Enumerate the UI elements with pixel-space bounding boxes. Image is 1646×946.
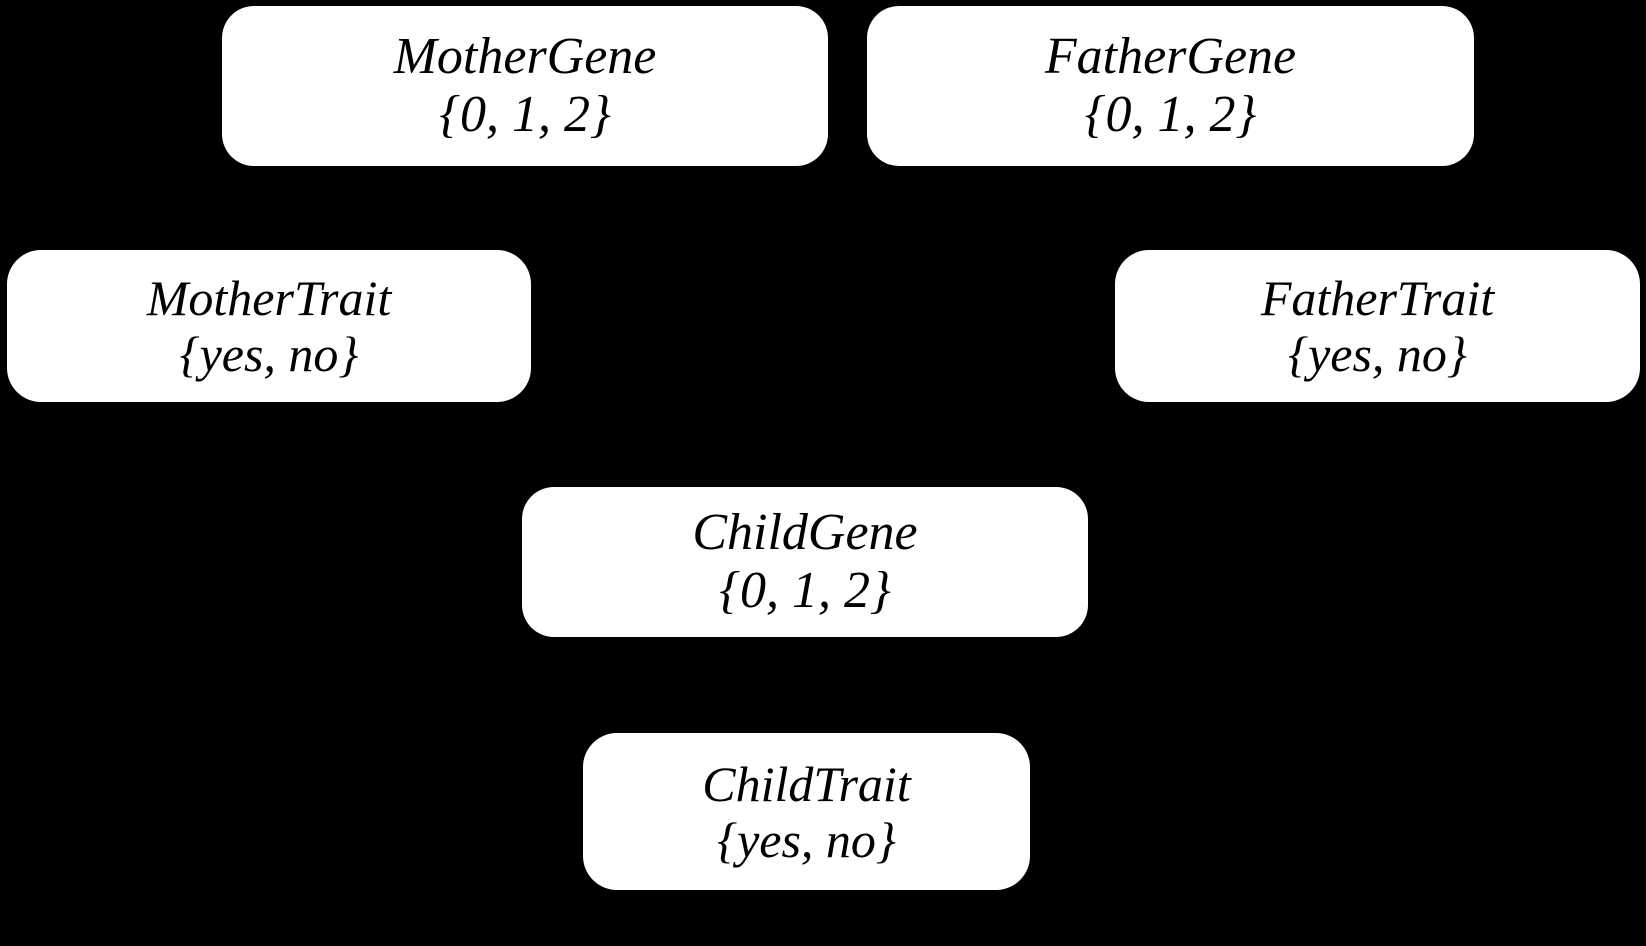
node-mother-trait-label: MotherTrait [146,270,392,326]
node-mother-gene-domain: {0, 1, 2} [439,86,611,143]
node-mother-trait[interactable]: MotherTrait {yes, no} [7,250,531,402]
node-father-trait-label: FatherTrait [1260,270,1495,326]
node-father-trait[interactable]: FatherTrait {yes, no} [1115,250,1640,402]
node-mother-gene-label: MotherGene [393,27,657,85]
node-child-trait-label: ChildTrait [702,755,911,812]
node-mother-gene[interactable]: MotherGene {0, 1, 2} [222,6,828,166]
node-child-trait-domain: {yes, no} [717,811,896,868]
node-mother-trait-domain: {yes, no} [179,326,359,382]
node-child-trait[interactable]: ChildTrait {yes, no} [583,733,1030,890]
node-child-gene-domain: {0, 1, 2} [719,562,891,619]
node-father-gene[interactable]: FatherGene {0, 1, 2} [867,6,1474,166]
node-father-gene-domain: {0, 1, 2} [1084,86,1257,143]
node-father-gene-label: FatherGene [1044,27,1297,85]
node-father-trait-domain: {yes, no} [1288,326,1467,382]
node-child-gene[interactable]: ChildGene {0, 1, 2} [522,487,1088,637]
node-child-gene-label: ChildGene [692,503,918,561]
